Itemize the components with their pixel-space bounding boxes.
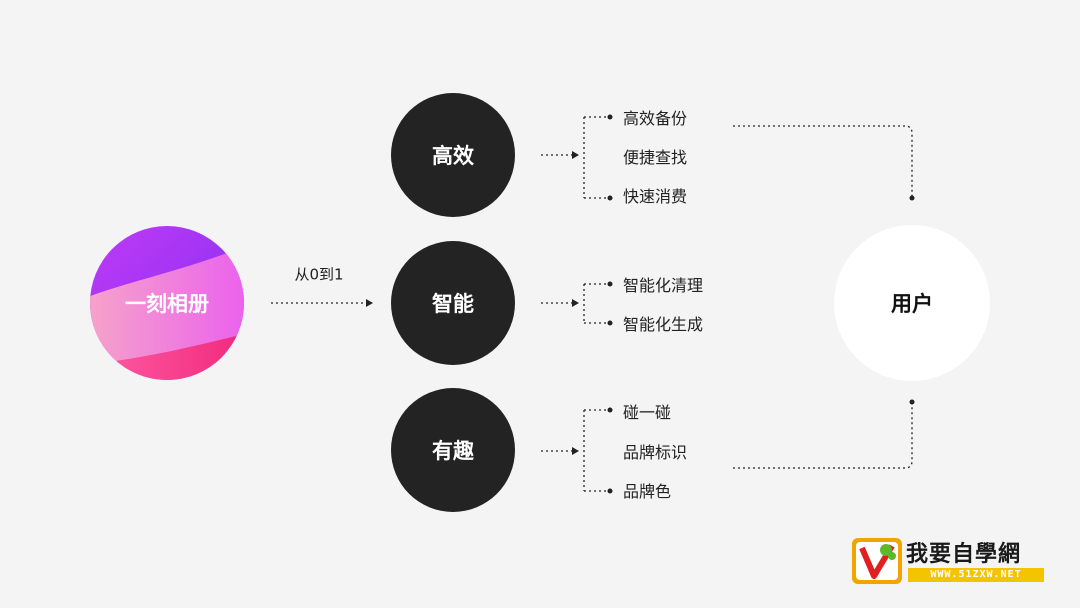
edge-label: 从0到1 [294,265,344,284]
endpoint-dot [607,195,613,201]
arrowhead [572,447,579,455]
source-label: 一刻相册 [125,292,209,316]
connector-top-to-user [733,125,913,196]
category-label-youqu: 有趣 [432,439,474,463]
arrowhead [366,299,373,307]
endpoint-dot [909,195,915,201]
connectors-youqu [541,409,608,492]
item-label: 智能化生成 [623,315,704,334]
watermark-title: 我要自學網 [906,542,1022,567]
item-label: 便捷查找 [623,148,688,167]
category-label-gaoxiao: 高效 [432,144,474,168]
category-node-gaoxiao [391,93,515,217]
category-node-zhineng [391,241,515,365]
endpoint-dot [607,281,613,287]
watermark-logo [852,538,902,584]
item-label: 智能化清理 [623,276,704,295]
target-node [834,225,990,381]
item-label: 高效备份 [623,109,688,128]
target-label: 用户 [891,292,933,316]
endpoint-dot [909,399,915,405]
category-node-youqu [391,388,515,512]
item-label: 快速消费 [623,187,688,206]
arrowhead [572,151,579,159]
endpoint-dot [607,320,613,326]
connectors-zhineng [541,283,608,324]
item-label: 品牌标识 [623,443,688,462]
connector-bottom-to-user [733,404,913,469]
endpoint-dot [607,407,613,413]
category-label-zhineng: 智能 [432,292,474,316]
item-label: 碰一碰 [623,403,672,422]
watermark-url: WWW.51ZXW.NET [908,568,1044,582]
connectors-gaoxiao [541,116,608,199]
endpoint-dot [607,488,613,494]
endpoint-dot [607,114,613,120]
arrowhead [572,299,579,307]
item-label: 品牌色 [623,482,672,501]
